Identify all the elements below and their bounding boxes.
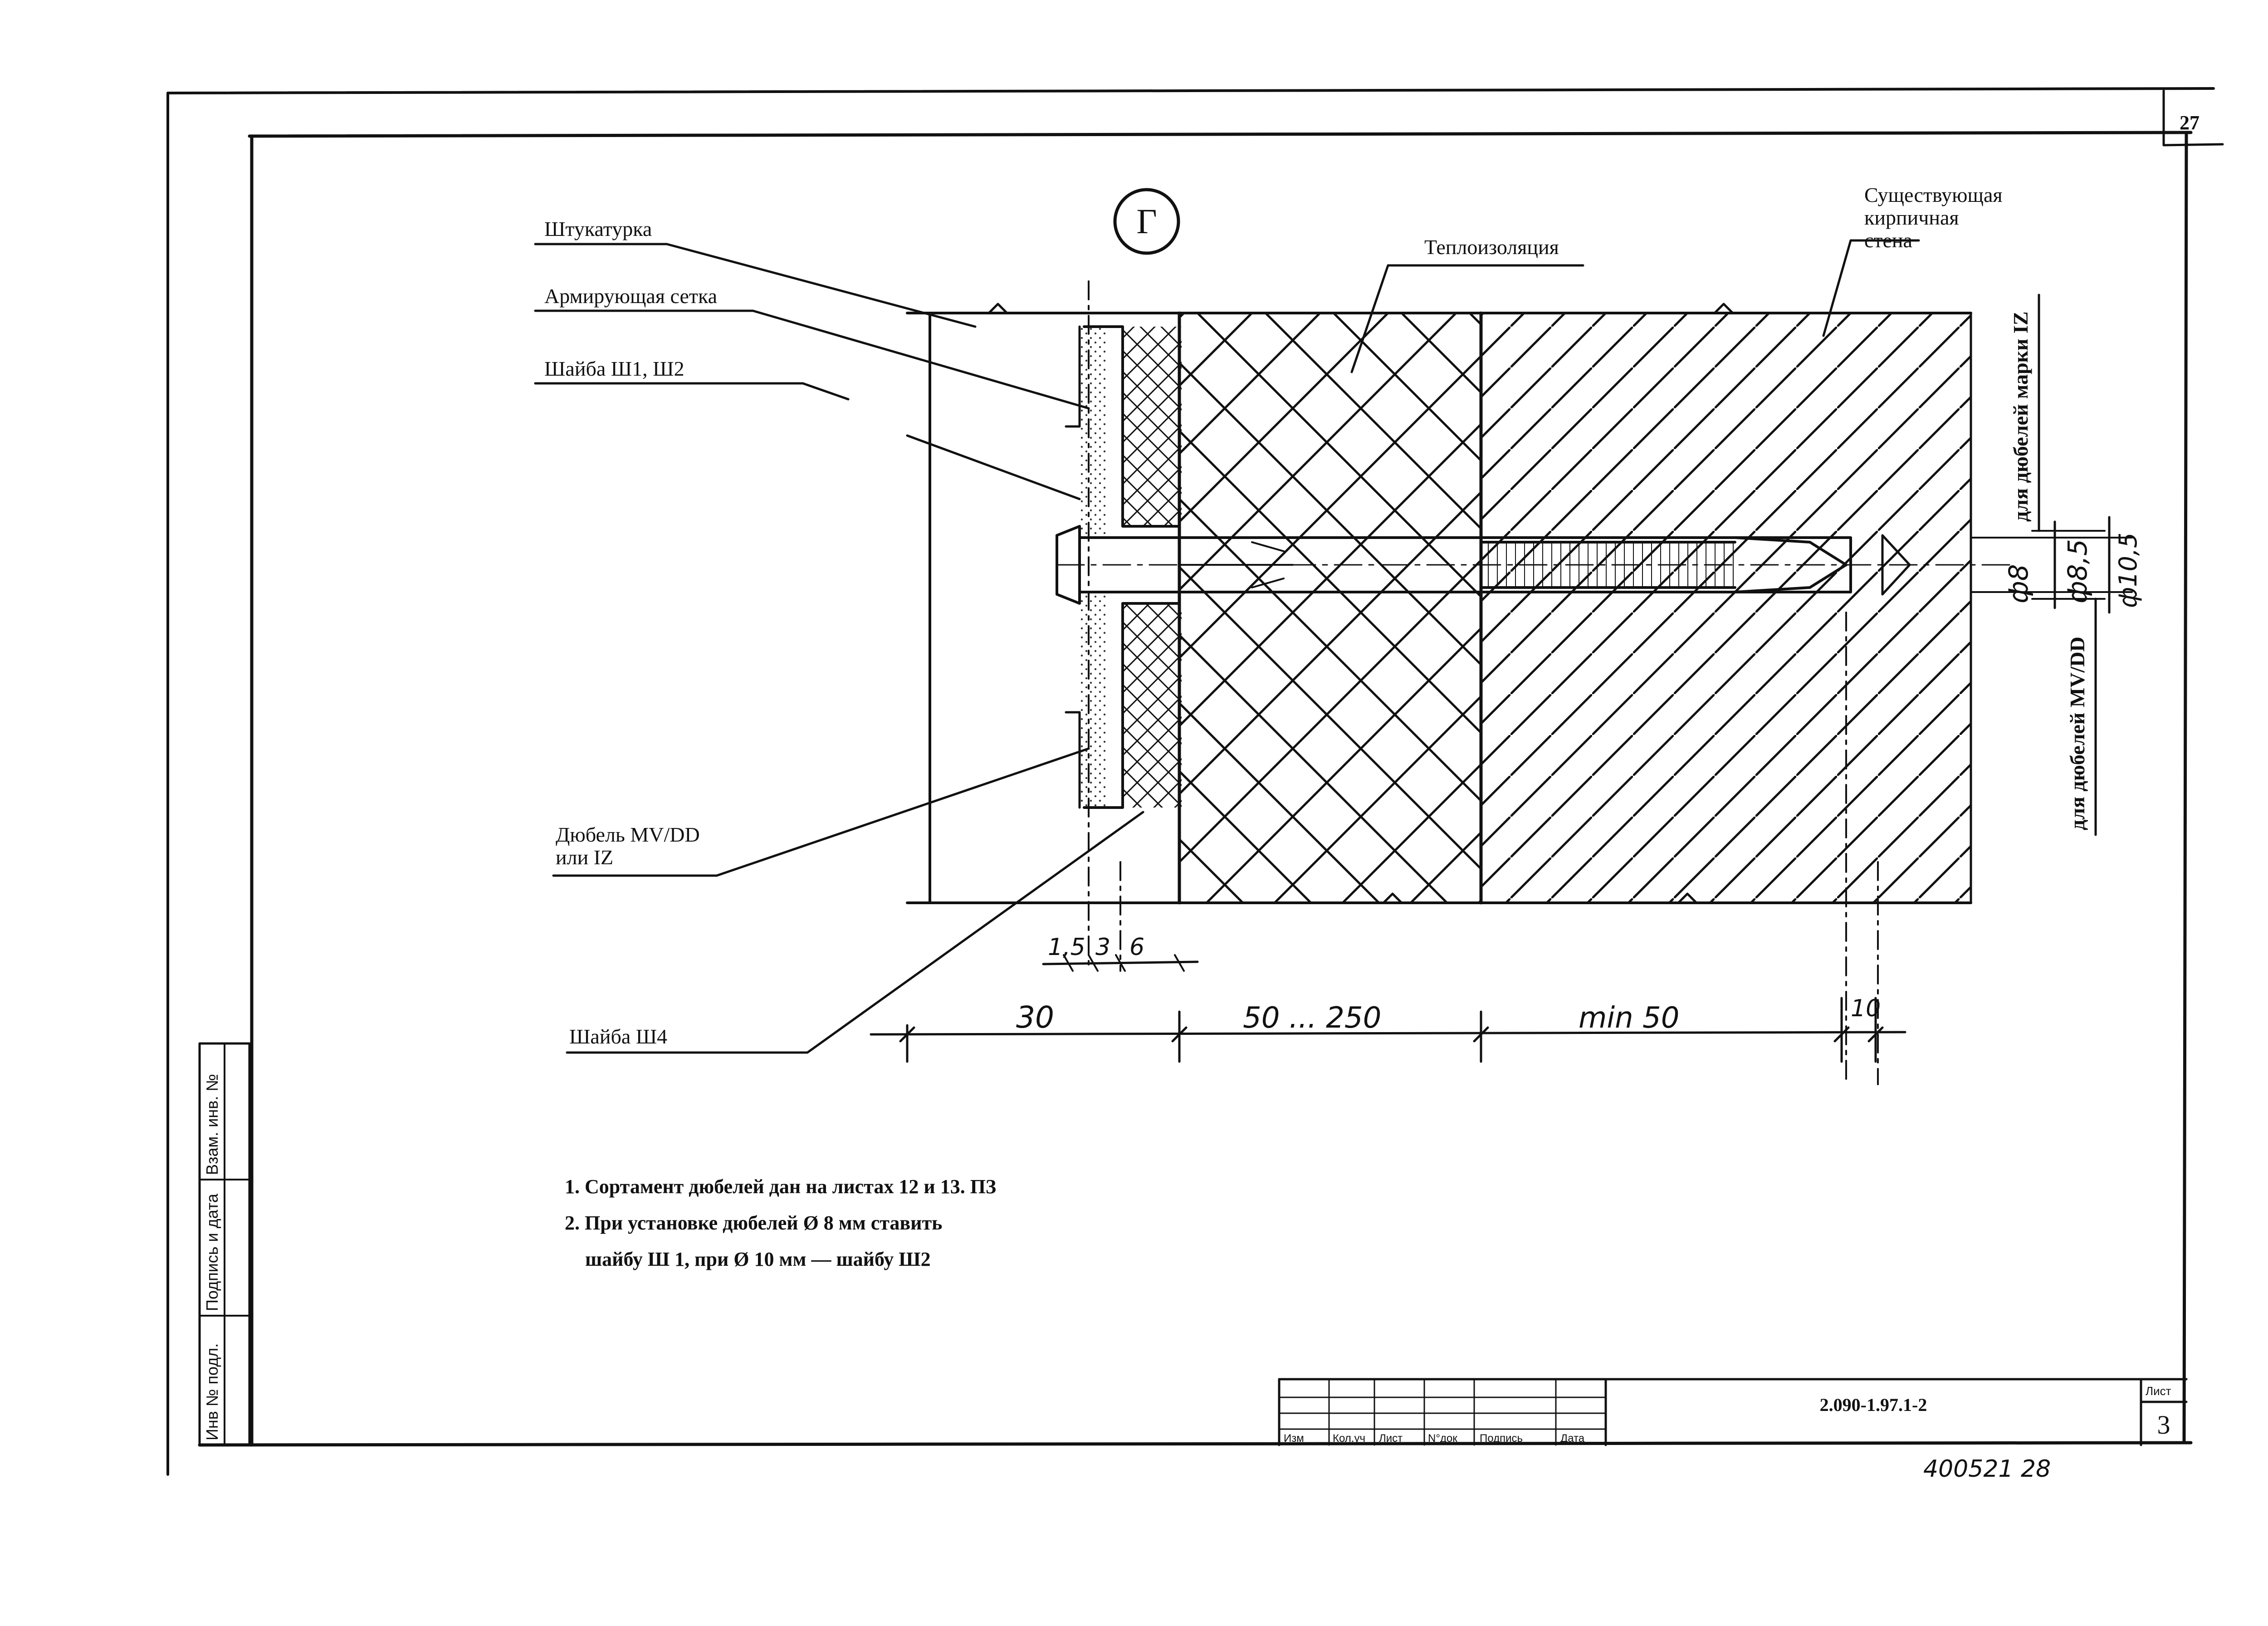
stamp-replaced-inv: Взам. инв. № bbox=[203, 1074, 221, 1175]
label-wall-3: стена bbox=[1864, 229, 1912, 252]
tb-header-izm: Изм bbox=[1284, 1432, 1304, 1445]
dim-total-30: 30 bbox=[1016, 1000, 1054, 1035]
label-washer-sh4: Шайба Ш4 bbox=[569, 1025, 667, 1048]
leader-lines bbox=[534, 239, 1920, 1054]
handwritten-code: 400521 28 bbox=[1923, 1455, 2051, 1483]
washer-sh4-upper bbox=[1123, 327, 1182, 526]
label-insulation: Теплоизоляция bbox=[1424, 235, 1559, 259]
dim-d10-5: ф10,5 bbox=[2114, 533, 2142, 608]
dim-wall-min: min 50 bbox=[1579, 1001, 1679, 1035]
label-wall-2: кирпичная bbox=[1864, 206, 1959, 229]
title-block bbox=[1278, 1378, 2188, 1446]
sheet-frame bbox=[166, 87, 2224, 1476]
brick-wall-hatch bbox=[1481, 313, 1971, 903]
dim-end-10: 10 bbox=[1851, 995, 1881, 1022]
label-for-mvdd: для дюбелей MV/DD bbox=[2066, 637, 2089, 830]
dim-d8-5: ф8,5 bbox=[2062, 539, 2093, 603]
label-for-iz: для дюбелей марки IZ bbox=[2009, 311, 2032, 522]
tb-sheet-label: Лист bbox=[2146, 1384, 2171, 1398]
label-plaster: Штукатурка bbox=[544, 217, 652, 240]
side-stamp bbox=[198, 1042, 251, 1446]
section-drawing bbox=[906, 280, 2133, 1085]
tb-header-kol: Кол.уч bbox=[1333, 1432, 1365, 1445]
section-marker bbox=[1113, 188, 1180, 255]
tb-header-doc: N°док bbox=[1428, 1432, 1457, 1445]
tb-header-signature: Подпись bbox=[1480, 1432, 1523, 1445]
dim-insulation-range: 50 ... 250 bbox=[1243, 1001, 1381, 1035]
note-2: 2. При установке дюбелей Ø 8 мм ставить bbox=[565, 1212, 942, 1234]
reinforcing-mesh-upper bbox=[1080, 327, 1107, 540]
label-wall-1: Существующая bbox=[1864, 183, 2003, 206]
sheet-number-top: 27 bbox=[2180, 112, 2200, 134]
tb-header-list: Лист bbox=[1379, 1432, 1403, 1445]
stamp-signature-date: Подпись и дата bbox=[203, 1193, 221, 1311]
section-letter: Г bbox=[1136, 201, 1157, 241]
reinforcing-mesh-lower bbox=[1080, 594, 1107, 808]
dim-layer-6: 6 bbox=[1129, 934, 1144, 961]
label-mesh: Армирующая сетка bbox=[544, 284, 717, 308]
tb-header-date: Дата bbox=[1560, 1432, 1585, 1445]
washer-sh4-lower bbox=[1123, 603, 1182, 808]
insulation-hatch bbox=[1179, 313, 1481, 903]
tb-sheet-number: 3 bbox=[2157, 1410, 2170, 1440]
note-3: шайбу Ш 1, при Ø 10 мм — шайбу Ш2 bbox=[585, 1248, 931, 1270]
label-dowel-alt: или IZ bbox=[556, 846, 613, 869]
dim-layer-3: 3 bbox=[1095, 934, 1110, 961]
label-dowel: Дюбель MV/DD bbox=[556, 823, 700, 846]
dimension-lines bbox=[870, 516, 2111, 1063]
note-1: 1. Сортамент дюбелей дан на листах 12 и … bbox=[565, 1175, 996, 1198]
label-washer-sh1-sh2: Шайба Ш1, Ш2 bbox=[544, 357, 684, 380]
dim-layer-1-5: 1,5 bbox=[1048, 934, 1085, 961]
dim-d8: ф8 bbox=[2003, 564, 2034, 604]
stamp-inv-original: Инв № подл. bbox=[203, 1343, 221, 1440]
tb-doc-code: 2.090-1.97.1-2 bbox=[1820, 1395, 1927, 1415]
